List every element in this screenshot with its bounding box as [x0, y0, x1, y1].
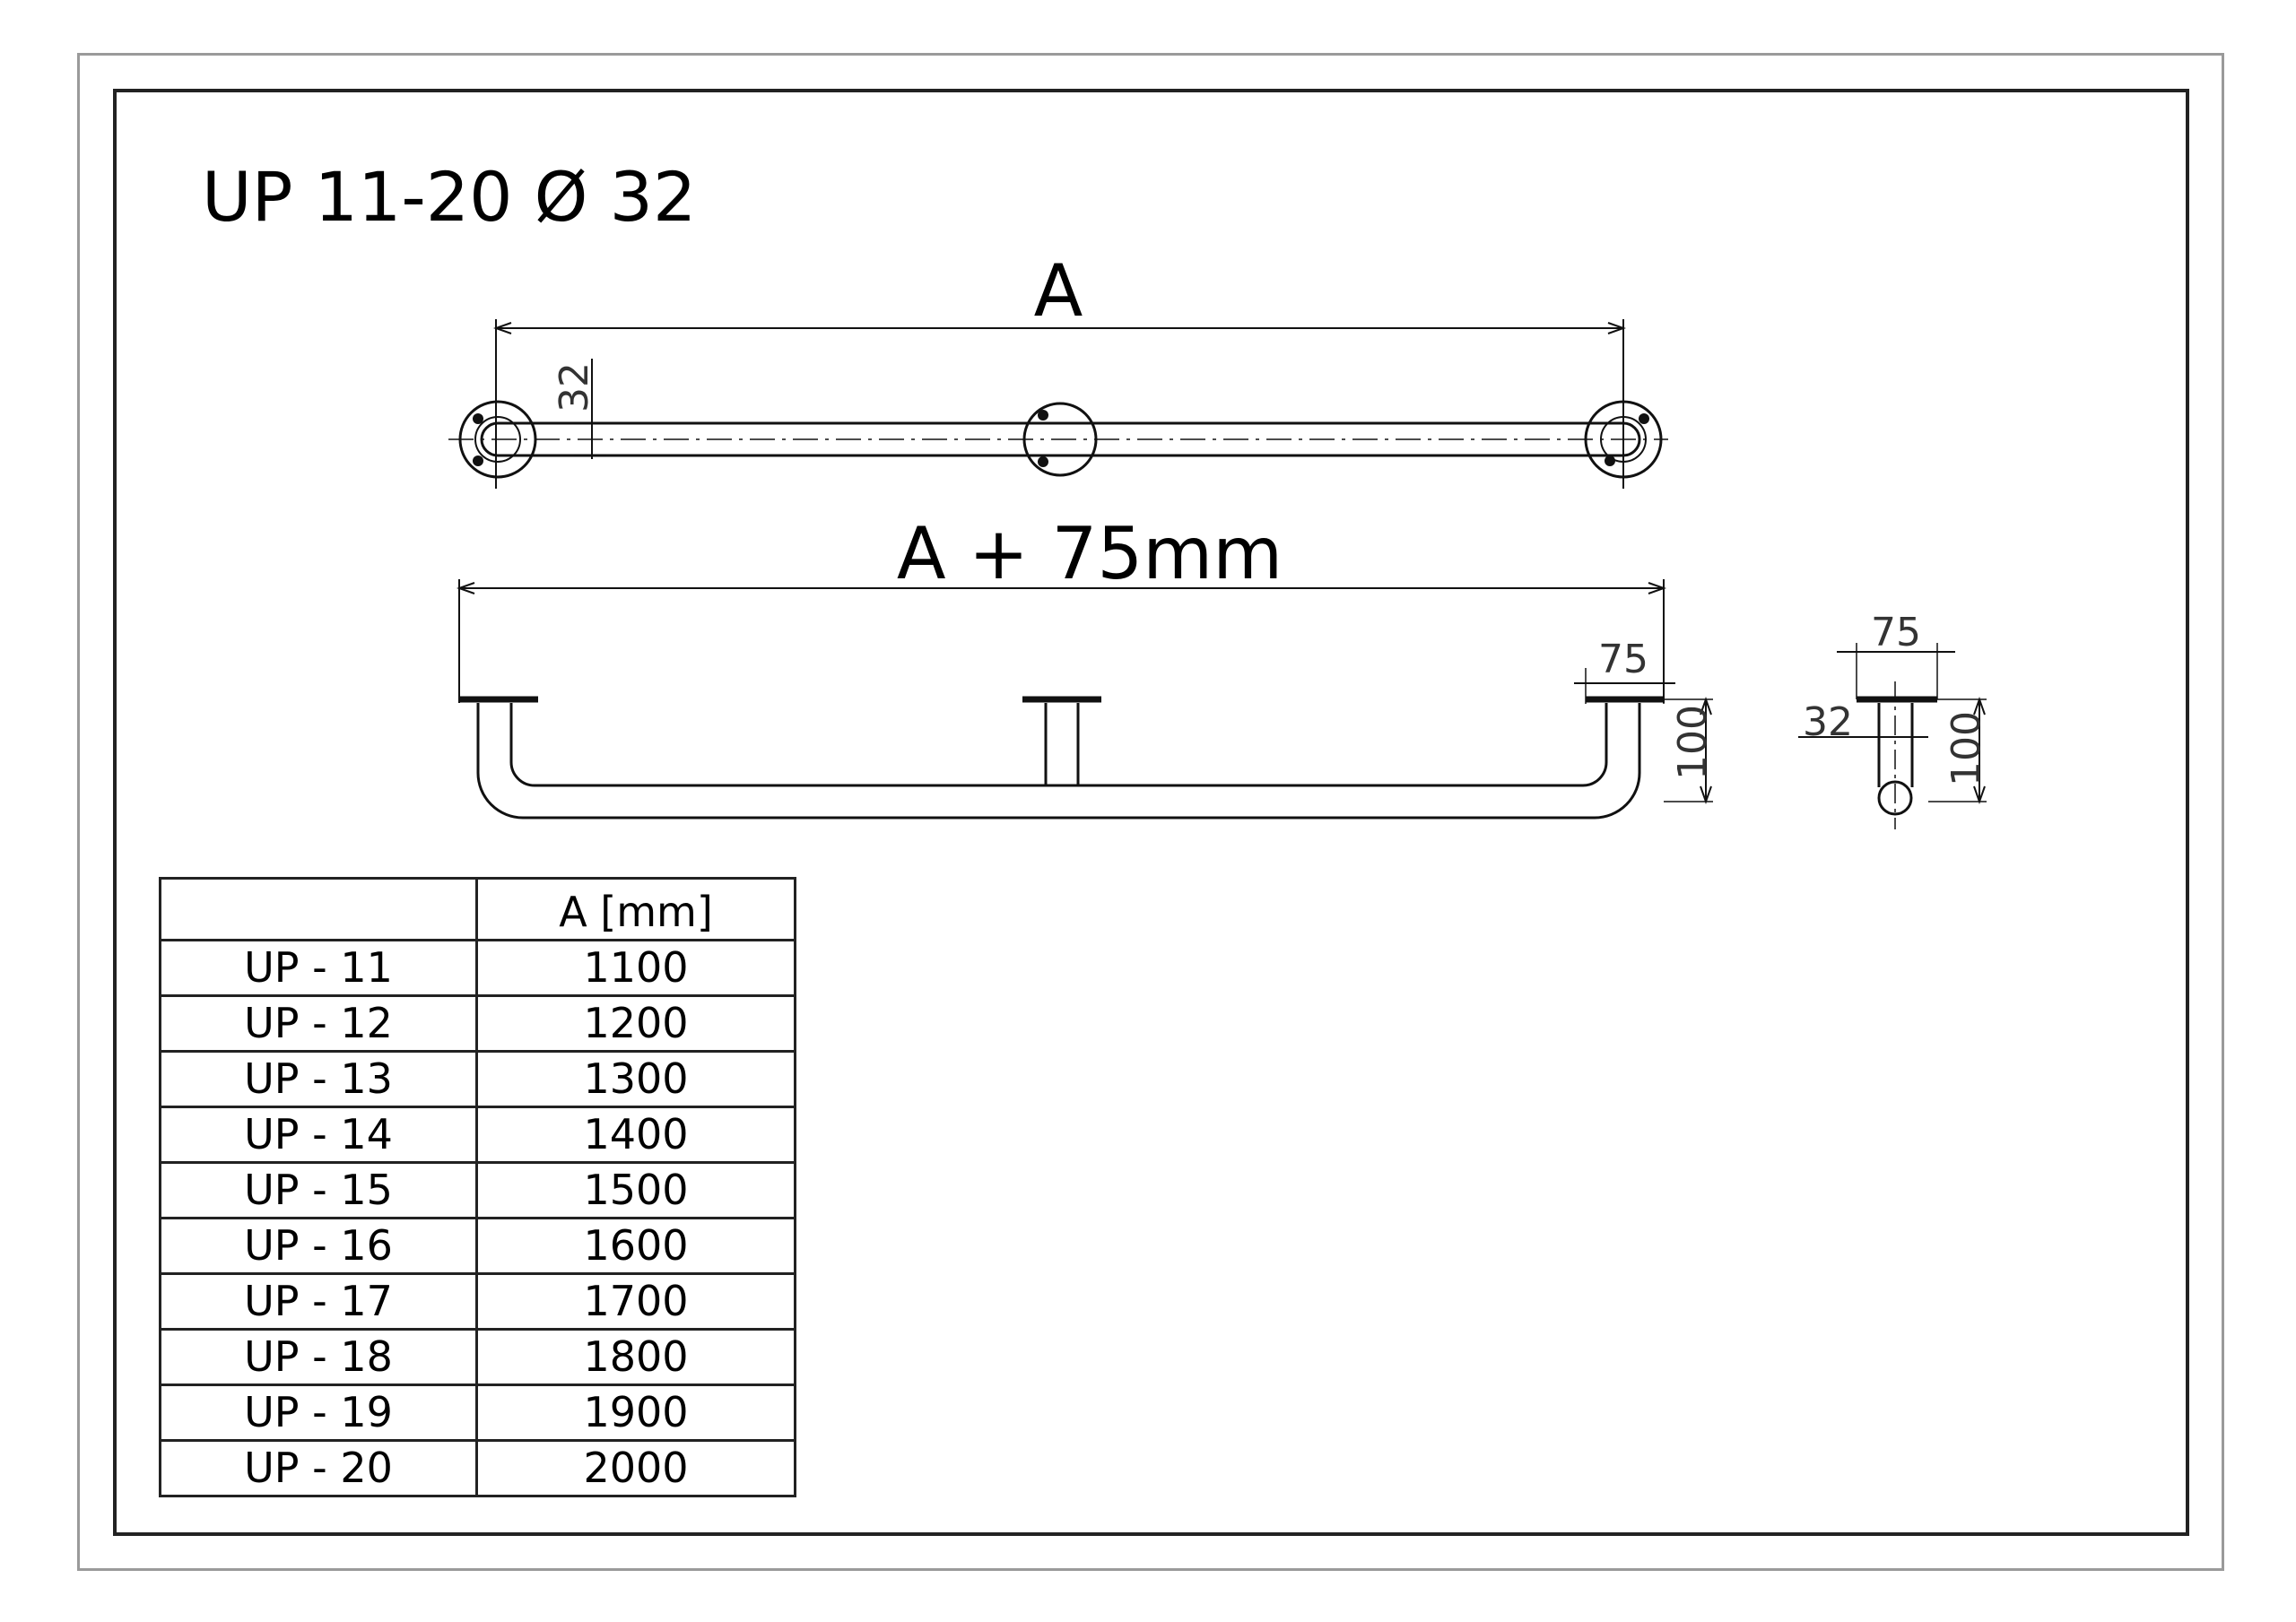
model-cell: UP - 13	[159, 1050, 478, 1108]
inner-frame	[113, 89, 2189, 1536]
length-cell: 1100	[475, 939, 796, 997]
model-cell: UP - 15	[159, 1161, 478, 1219]
side-view	[456, 579, 1713, 820]
length-cell: 1900	[475, 1383, 796, 1442]
drawing-title: UP 11-20 Ø 32	[202, 157, 697, 237]
table-header-row: A [mm]	[159, 877, 796, 941]
length-cell: 1200	[475, 994, 796, 1053]
length-cell: 2000	[475, 1439, 796, 1497]
table-header-empty	[159, 877, 478, 941]
top-view	[448, 319, 1668, 489]
model-cell: UP - 17	[159, 1272, 478, 1331]
dim-label-flange-75: 75	[1598, 637, 1648, 682]
model-cell: UP - 19	[159, 1383, 478, 1442]
dim-label-height-100: 100	[1670, 705, 1716, 780]
end-dim-label-75: 75	[1871, 610, 1921, 655]
table-header-a-mm: A [mm]	[475, 877, 796, 941]
model-cell: UP - 16	[159, 1217, 478, 1275]
model-cell: UP - 20	[159, 1439, 478, 1497]
length-cell: 1400	[475, 1106, 796, 1164]
length-cell: 1300	[475, 1050, 796, 1108]
model-cell: UP - 12	[159, 994, 478, 1053]
outer-border	[77, 53, 2224, 1571]
model-cell: UP - 18	[159, 1328, 478, 1386]
length-cell: 1800	[475, 1328, 796, 1386]
dim-label-diameter: 32	[552, 362, 597, 412]
dim-label-a: A	[1033, 249, 1083, 333]
end-dim-label-32: 32	[1803, 699, 1853, 745]
length-cell: 1500	[475, 1161, 796, 1219]
length-cell: 1600	[475, 1217, 796, 1275]
model-cell: UP - 11	[159, 939, 478, 997]
dim-label-a-plus-75: A + 75mm	[896, 512, 1283, 595]
end-dim-label-100: 100	[1944, 711, 1989, 786]
model-cell: UP - 14	[159, 1106, 478, 1164]
end-view	[1798, 643, 1987, 829]
length-cell: 1700	[475, 1272, 796, 1331]
